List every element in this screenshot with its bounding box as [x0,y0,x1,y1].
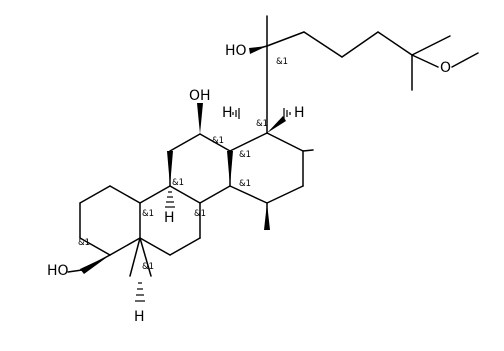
stereo-label-c20: &1 [276,57,288,67]
atom-label-h-c17: H [294,105,305,121]
atom-label-oh-c12: OH [189,88,211,104]
atom-label-h-c5: H [134,309,145,325]
stereo-label-c8: &1 [194,209,206,219]
skeleton-bonds [67,15,479,277]
stereo-wedges [80,46,286,274]
atom-labels: HO OH HO O H H H H [47,43,451,325]
stereo-label-c17: &1 [256,119,268,129]
stereo-hashes [135,108,291,302]
atom-label-ho-c3: HO [47,263,69,279]
stereo-label-c14: &1 [239,179,251,189]
stereo-label-c3: &1 [78,238,90,248]
atom-label-o-ether: O [440,60,451,76]
atom-label-h-c9: H [164,210,175,226]
stereo-label-c12: &1 [212,136,224,146]
stereo-label-c10: &1 [142,209,154,219]
stereo-label-c5: &1 [142,262,154,272]
stereo-labels: &1 &1 &1 &1 &1 &1 &1 &1 &1 &1 [78,57,288,272]
stereo-label-c13: &1 [239,150,251,160]
atom-label-h-c13: H [222,105,233,121]
stereo-label-c9: &1 [172,178,184,188]
atom-label-ho-c20: HO [225,43,247,59]
